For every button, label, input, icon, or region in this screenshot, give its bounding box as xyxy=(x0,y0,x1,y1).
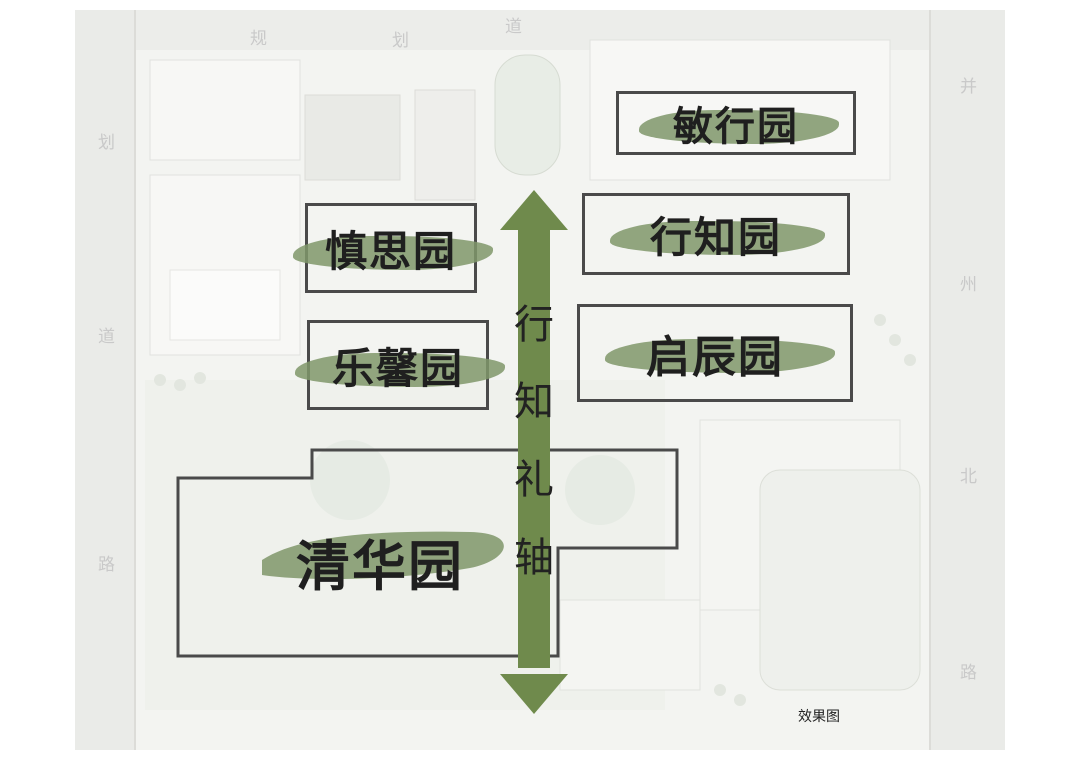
zone-xingzhi: 行知园 xyxy=(582,193,850,275)
zone-label-shensi: 慎思园 xyxy=(324,226,457,276)
zone-label-minxing: 敏行园 xyxy=(673,103,799,150)
road-label: 并 xyxy=(960,77,977,97)
axis-char: 轴 xyxy=(514,535,554,581)
brush-stroke xyxy=(262,531,504,580)
axis-char: 礼 xyxy=(514,457,554,503)
zone-shensi: 慎思园 xyxy=(293,203,493,293)
axis-char: 行 xyxy=(514,302,554,348)
road-label: 路 xyxy=(960,663,977,683)
road-label: 州 xyxy=(960,275,977,295)
zone-minxing: 敏行园 xyxy=(616,91,856,155)
zone-qichen: 启辰园 xyxy=(577,304,853,402)
road-label: 道 xyxy=(505,17,522,37)
zone-label-xingzhi: 行知园 xyxy=(649,212,782,262)
brush-stroke xyxy=(295,353,505,387)
road-label: 规 xyxy=(250,29,267,49)
zone-lexin: 乐馨园 xyxy=(295,320,505,410)
road-label: 划 xyxy=(98,133,115,153)
caption: 效果图 xyxy=(798,709,840,725)
brush-stroke xyxy=(293,236,493,270)
zone-label-qinghua: 清华园 xyxy=(296,534,464,598)
zone-label-qichen: 启辰园 xyxy=(646,332,784,383)
road-label: 北 xyxy=(960,467,977,487)
zone-label-lexin: 乐馨园 xyxy=(331,343,464,393)
road-label: 道 xyxy=(98,327,115,347)
axis-char: 知 xyxy=(514,379,554,425)
brush-stroke xyxy=(639,110,839,144)
road-label: 路 xyxy=(98,555,115,575)
brush-stroke xyxy=(605,339,835,373)
brush-stroke xyxy=(610,221,825,255)
road-label: 划 xyxy=(392,31,409,51)
